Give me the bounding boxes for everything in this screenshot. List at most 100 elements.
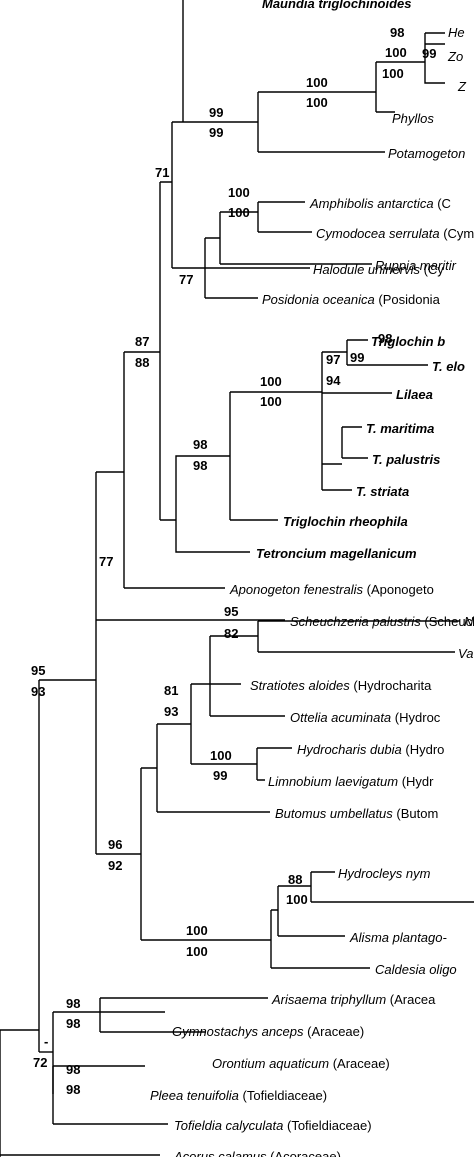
svg-text:Caldesia oligo: Caldesia oligo — [375, 962, 457, 977]
taxon-label: Amphibolis antarctica — [309, 196, 434, 211]
support-upper: 100 — [228, 185, 250, 200]
svg-text:Halodule uninervis (Cy: Halodule uninervis (Cy — [313, 262, 444, 277]
taxon-label: He — [448, 25, 465, 40]
branch — [52, 1065, 168, 1125]
support-lower: 100 — [186, 944, 208, 959]
support-upper: 88 — [288, 872, 302, 887]
support-lower: 99 — [209, 125, 223, 140]
branch — [204, 237, 310, 299]
branch — [140, 767, 271, 941]
support-upper: 100 — [210, 748, 232, 763]
family-label: (C — [437, 196, 451, 211]
taxon-label: Limnobium laevigatum — [268, 774, 398, 789]
taxon-label: Triglochin rheophila — [283, 514, 408, 529]
branch — [424, 32, 445, 45]
svg-text:Stratiotes aloides (Hydrochari: Stratiotes aloides (Hydrocharita — [250, 678, 432, 693]
support-lower: 92 — [108, 858, 122, 873]
support-upper: 95 — [224, 604, 238, 619]
support-lower: 94 — [326, 373, 341, 388]
branch — [321, 351, 392, 464]
support-upper: 100 — [306, 75, 328, 90]
family-label: (Hydro — [405, 742, 444, 757]
taxon-label: Caldesia oligo — [375, 962, 457, 977]
support-upper: 97 — [326, 352, 340, 367]
support-lower: 93 — [164, 704, 178, 719]
taxon-labels: Maundia triglochinoides He Zo Z Phyllos … — [150, 0, 474, 1157]
taxon-label: T. elo — [432, 359, 465, 374]
family-label: (Hydroc — [395, 710, 441, 725]
taxon-label: Hydrocleys nym — [338, 866, 431, 881]
taxon-label: Lilaea — [396, 387, 433, 402]
support-lower: 88 — [135, 355, 149, 370]
support-upper: 100 — [186, 923, 208, 938]
taxon-label: N — [464, 614, 474, 629]
branch — [95, 471, 285, 621]
taxon-label: Acorus calamus — [173, 1149, 267, 1157]
taxon-label: T. maritima — [366, 421, 434, 436]
taxon-label: Z — [457, 79, 467, 94]
svg-text:Z: Z — [457, 79, 467, 94]
support-upper: 98 — [390, 25, 404, 40]
svg-text:He: He — [448, 25, 465, 40]
branch — [159, 181, 250, 553]
support-lower: 100 — [228, 205, 250, 220]
svg-text:Tofieldia calyculata (Tofieldi: Tofieldia calyculata (Tofieldiaceae) — [174, 1118, 372, 1133]
family-label: (Tofieldiaceae) — [243, 1088, 328, 1103]
svg-text:Acorus calamus (Acoraceae): Acorus calamus (Acoraceae) — [173, 1149, 341, 1157]
svg-text:Pleea tenuifolia (Tofieldiacea: Pleea tenuifolia (Tofieldiaceae) — [150, 1088, 327, 1103]
branch — [321, 463, 352, 491]
taxon-label: Arisaema triphyllum — [271, 992, 386, 1007]
taxon-label: Va — [458, 646, 473, 661]
svg-text:Zo: Zo — [447, 49, 463, 64]
support-upper: 98 — [66, 1062, 80, 1077]
taxon-label: Stratiotes aloides — [250, 678, 350, 693]
family-label: (Butom — [396, 806, 438, 821]
svg-text:Arisaema triphyllum (Aracea: Arisaema triphyllum (Aracea — [271, 992, 436, 1007]
support-upper: 98 — [378, 331, 392, 346]
taxon-label: Ottelia acuminata — [290, 710, 391, 725]
svg-text:Gymnostachys anceps (Araceae): Gymnostachys anceps (Araceae) — [172, 1024, 364, 1039]
svg-text:Hydrocleys nym: Hydrocleys nym — [338, 866, 431, 881]
support-values: 98 99 100 100 100 100 99 99 100 100 77 7… — [31, 25, 436, 1097]
svg-text:Ottelia acuminata (Hydroc: Ottelia acuminata (Hydroc — [290, 710, 441, 725]
support-upper: 87 — [135, 334, 149, 349]
support-lower: 98 — [66, 1016, 80, 1031]
support-lower: 99 — [422, 46, 436, 61]
family-label: (Acoraceae) — [270, 1149, 341, 1157]
family-label: (Cy — [424, 262, 445, 277]
taxon-label: Halodule uninervis — [313, 262, 420, 277]
branch — [341, 426, 368, 459]
support-lower: 100 — [260, 394, 282, 409]
svg-text:Limnobium laevigatum (Hydr: Limnobium laevigatum (Hydr — [268, 774, 434, 789]
support-upper: 98 — [193, 437, 207, 452]
support-upper: 71 — [155, 165, 169, 180]
family-label: (Posidonia — [378, 292, 440, 307]
taxon-label: T. striata — [356, 484, 409, 499]
support-upper: 98 — [66, 996, 80, 1011]
svg-text:Butomus umbellatus (Butom: Butomus umbellatus (Butom — [275, 806, 438, 821]
taxon-label: Posidonia oceanica — [262, 292, 375, 307]
svg-text:Va: Va — [458, 646, 473, 661]
svg-text:Posidonia oceanica (Posidonia: Posidonia oceanica (Posidonia — [262, 292, 441, 307]
branch — [375, 44, 445, 113]
taxon-label: Potamogeton — [388, 146, 465, 161]
taxon-label: Ruppia maritir — [375, 258, 457, 273]
family-label: (Cym — [443, 226, 474, 241]
svg-text:Ruppia maritir: Ruppia maritir — [375, 258, 457, 273]
support-upper: 100 — [385, 45, 407, 60]
svg-text:N: N — [464, 614, 474, 629]
svg-text:Scheuchzeria palustris (Scheuc: Scheuchzeria palustris (Scheuchzer — [290, 614, 474, 629]
taxon-label: Butomus umbellatus — [275, 806, 393, 821]
taxon-label: Scheuchzeria palustris — [290, 614, 421, 629]
svg-text:Potamogeton: Potamogeton — [388, 146, 465, 161]
branch — [95, 620, 141, 855]
support-lower: 72 — [33, 1055, 47, 1070]
branch — [99, 997, 268, 1033]
taxon-label: Tofieldia calyculata — [174, 1118, 283, 1133]
support-lower: 98 — [193, 458, 207, 473]
taxon-label: Gymnostachys anceps — [172, 1024, 304, 1039]
support-lower: 99 — [213, 768, 227, 783]
support-upper: 95 — [31, 663, 45, 678]
support-lower: 93 — [31, 684, 45, 699]
